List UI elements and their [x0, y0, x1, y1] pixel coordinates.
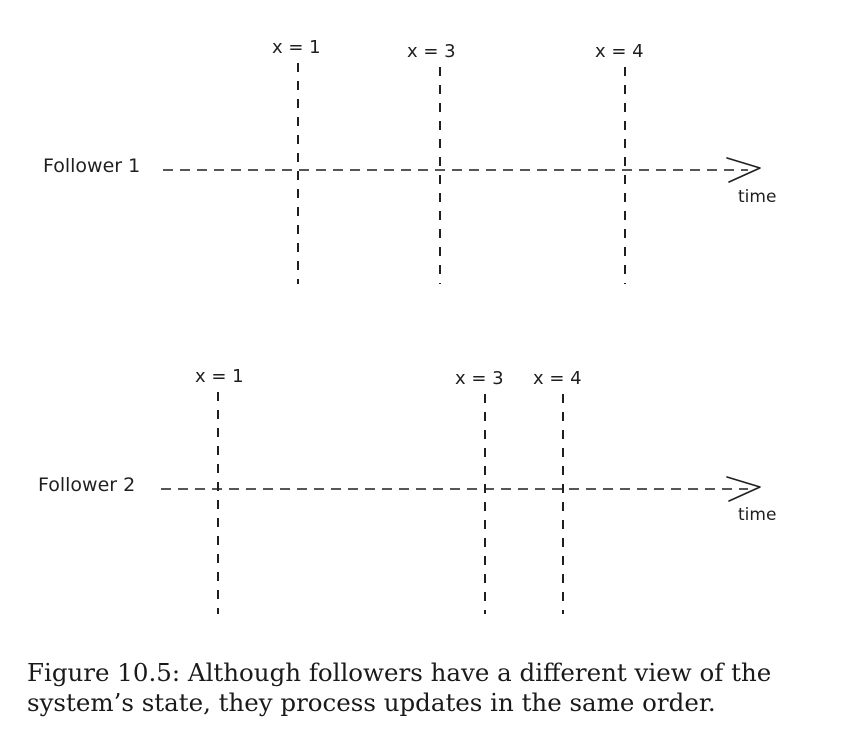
follower-1-axis-label: time — [738, 187, 776, 207]
event-label: x = 3 — [407, 41, 456, 62]
follower-1-event-x4: x = 4 — [595, 41, 644, 284]
follower-2-arrowhead — [726, 476, 761, 502]
follower-1-event-x3: x = 3 — [407, 41, 456, 284]
follower-2-axis-label: time — [738, 505, 776, 525]
event-label: x = 1 — [272, 37, 321, 58]
event-label: x = 4 — [533, 368, 582, 389]
follower-2-event-x4: x = 4 — [533, 368, 582, 614]
event-label: x = 1 — [195, 366, 244, 387]
figure-caption: Figure 10.5: Although followers have a d… — [27, 658, 772, 717]
follower-1-arrowhead — [726, 157, 761, 183]
event-label: x = 4 — [595, 41, 644, 62]
follower-2-timeline: Follower 2 time x = 1 x = 3 x = 4 — [38, 366, 776, 614]
follower-1-timeline: Follower 1 time x = 1 x = 3 x = 4 — [43, 37, 776, 284]
follower-1-event-x1: x = 1 — [272, 37, 321, 284]
follower-2-label: Follower 2 — [38, 474, 135, 496]
follower-2-event-x3: x = 3 — [455, 368, 504, 614]
follower-2-event-x1: x = 1 — [195, 366, 244, 614]
timeline-diagram: Follower 1 time x = 1 x = 3 x = 4 Follow… — [38, 37, 776, 614]
event-label: x = 3 — [455, 368, 504, 389]
follower-1-label: Follower 1 — [43, 155, 140, 177]
